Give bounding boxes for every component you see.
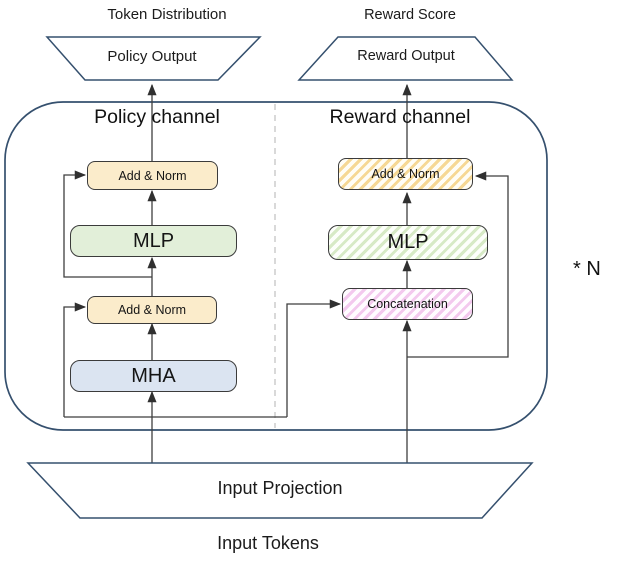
reward-concatenation-block: Concatenation <box>342 288 473 320</box>
wire-mha-residual <box>63 302 87 417</box>
policy-output-label: Policy Output <box>107 48 197 65</box>
token-distribution-label: Token Distribution <box>107 6 227 23</box>
transformer-block-outline <box>4 101 548 431</box>
input-projection-trapezoid <box>26 462 534 519</box>
policy-mha-block: MHA <box>70 360 237 392</box>
reward-channel-title: Reward channel <box>329 106 471 128</box>
reward-output-label: Reward Output <box>357 48 455 64</box>
repeat-n-label: * N <box>573 258 601 280</box>
reward-mlp-block: MLP <box>328 225 488 260</box>
input-tokens-label: Input Tokens <box>217 533 319 553</box>
policy-mlp-block: MLP <box>70 225 237 257</box>
policy-add-norm-upper-block: Add & Norm <box>87 161 218 190</box>
reward-score-label: Reward Score <box>364 7 456 23</box>
reward-add-norm-block: Add & Norm <box>338 158 473 190</box>
reward-output-trapezoid <box>297 36 514 81</box>
policy-add-norm-lower-block: Add & Norm <box>87 296 217 324</box>
policy-output-trapezoid <box>45 36 262 81</box>
input-projection-label: Input Projection <box>217 478 343 498</box>
policy-channel-title: Policy channel <box>94 106 220 128</box>
wire-policy-tap-to-concatenation <box>286 299 342 417</box>
wire-reward-residual <box>407 171 509 358</box>
wire-mlp-residual <box>63 170 152 278</box>
